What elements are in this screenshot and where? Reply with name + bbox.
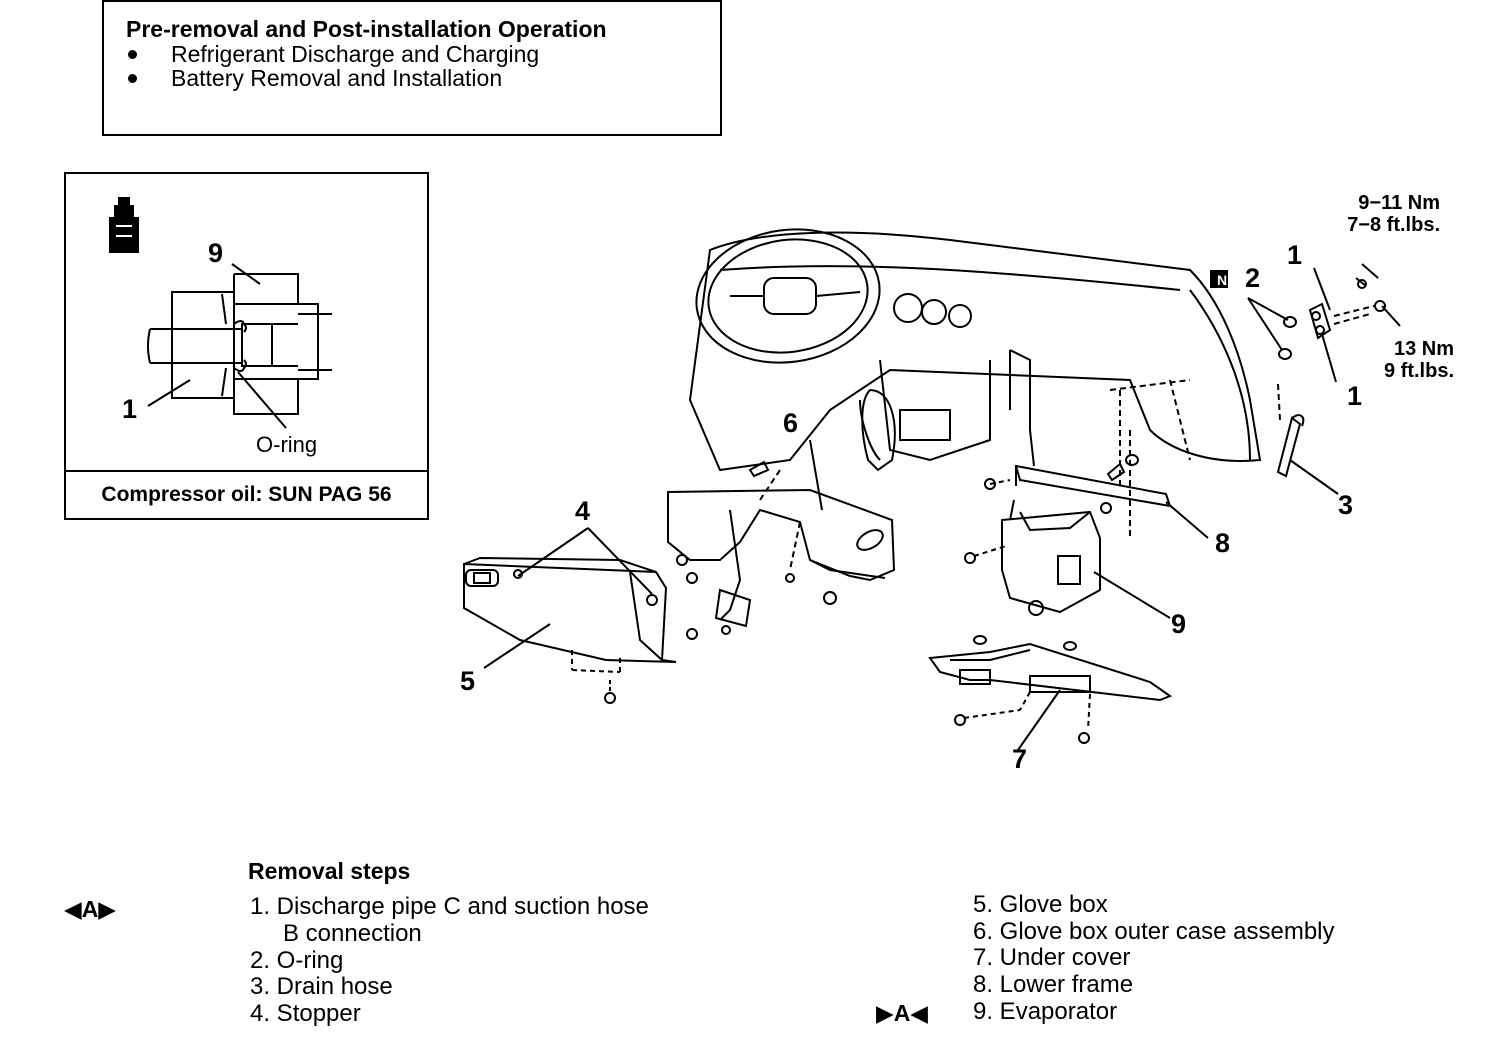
glove-box-outer-case — [667, 488, 896, 582]
under-cover — [928, 642, 1173, 702]
inset-label-1: 1 — [122, 394, 138, 424]
oil-can-icon — [109, 197, 139, 253]
inset-label-o-ring: O-ring — [256, 432, 318, 457]
leader-line-1-bottom — [1321, 333, 1337, 383]
torque-spec-right: 13 Nm 9 ft.lbs. — [1383, 338, 1454, 382]
callout-7: 7 — [1012, 744, 1028, 774]
removal-step: 8. Lower frame — [973, 971, 1134, 998]
n-badge-label: N — [1216, 272, 1228, 288]
glove-box — [463, 562, 677, 663]
leader-line-5 — [483, 623, 551, 669]
discharge-pipe — [147, 291, 247, 399]
callout-1-top: 1 — [1287, 240, 1303, 270]
n-badge-icon — [1210, 270, 1228, 288]
leader-line-o-ring — [237, 371, 287, 429]
leader-line-4a — [517, 527, 589, 577]
callout-6: 6 — [783, 408, 799, 438]
service-mark-a-left: ◀A▶ — [64, 896, 116, 922]
leader-line-9nm — [1361, 263, 1379, 279]
leader-line-1 — [147, 379, 191, 407]
pipe-connection-illustration — [109, 197, 332, 429]
bullet-icon — [128, 50, 137, 59]
callout-9: 9 — [1171, 609, 1187, 639]
pre-removal-list: Refrigerant Discharge and Charging Batte… — [126, 42, 720, 90]
leader-line-8 — [1165, 501, 1209, 539]
inset-label-9: 9 — [208, 238, 224, 268]
dashboard-outline — [688, 231, 1262, 472]
removal-step: 7. Under cover — [973, 944, 1131, 971]
center-console — [879, 359, 991, 462]
steering-wheel — [695, 228, 881, 364]
evaporator-unit — [1001, 510, 1101, 614]
fitting-flange — [1278, 277, 1386, 360]
removal-step: 5. Glove box — [973, 891, 1108, 918]
bullet-icon — [128, 74, 137, 83]
removal-step: 4. Stopper — [250, 1000, 361, 1027]
removal-step: 1. Discharge pipe C and suction hose — [250, 893, 649, 920]
o-ring-inset: 9 1 O-ring Compressor oil: SUN PAG 56 — [64, 172, 429, 520]
removal-step: 2. O-ring — [250, 947, 344, 974]
gear-shifter — [861, 388, 896, 472]
leader-line-9 — [231, 263, 261, 285]
removal-step: 9. Evaporator — [973, 998, 1118, 1025]
removal-steps-title: Removal steps — [248, 858, 411, 884]
leader-line-7 — [1017, 689, 1061, 751]
leader-line-9-main — [1093, 571, 1171, 619]
callout-5: 5 — [460, 666, 476, 696]
pre-removal-box: Pre-removal and Post-installation Operat… — [102, 0, 722, 136]
pre-removal-item: Battery Removal and Installation — [126, 66, 720, 90]
callout-2: 2 — [1245, 263, 1261, 293]
torque-spec-top: 9−11 Nm 7−8 ft.lbs. — [1347, 192, 1440, 236]
leader-line-4b — [587, 527, 653, 595]
compressor-oil-note: Compressor oil: SUN PAG 56 — [66, 470, 427, 518]
callout-3: 3 — [1338, 490, 1354, 520]
leader-line-2a — [1247, 297, 1289, 321]
removal-step: B connection — [283, 920, 422, 947]
dashboard-exploded-diagram — [463, 228, 1401, 751]
leader-line-3 — [1289, 459, 1339, 495]
evaporator-fitting — [233, 273, 332, 415]
gauge — [893, 293, 923, 323]
pre-removal-item: Refrigerant Discharge and Charging — [126, 42, 720, 66]
drain-hose — [1276, 416, 1302, 478]
leader-line-2b — [1247, 297, 1283, 351]
callout-1-bottom: 1 — [1347, 381, 1363, 411]
leader-line-13nm — [1381, 305, 1401, 327]
lower-frame — [1014, 464, 1172, 508]
removal-step: 3. Drain hose — [250, 973, 393, 1000]
leader-line-6 — [809, 439, 823, 511]
removal-step: 6. Glove box outer case assembly — [973, 918, 1335, 945]
service-mark-a-right: ▶A◀ — [876, 1000, 928, 1026]
pre-removal-title: Pre-removal and Post-installation Operat… — [126, 16, 607, 42]
callout-4: 4 — [575, 496, 591, 526]
callout-8: 8 — [1215, 528, 1231, 558]
leader-line-1-top — [1313, 267, 1331, 311]
